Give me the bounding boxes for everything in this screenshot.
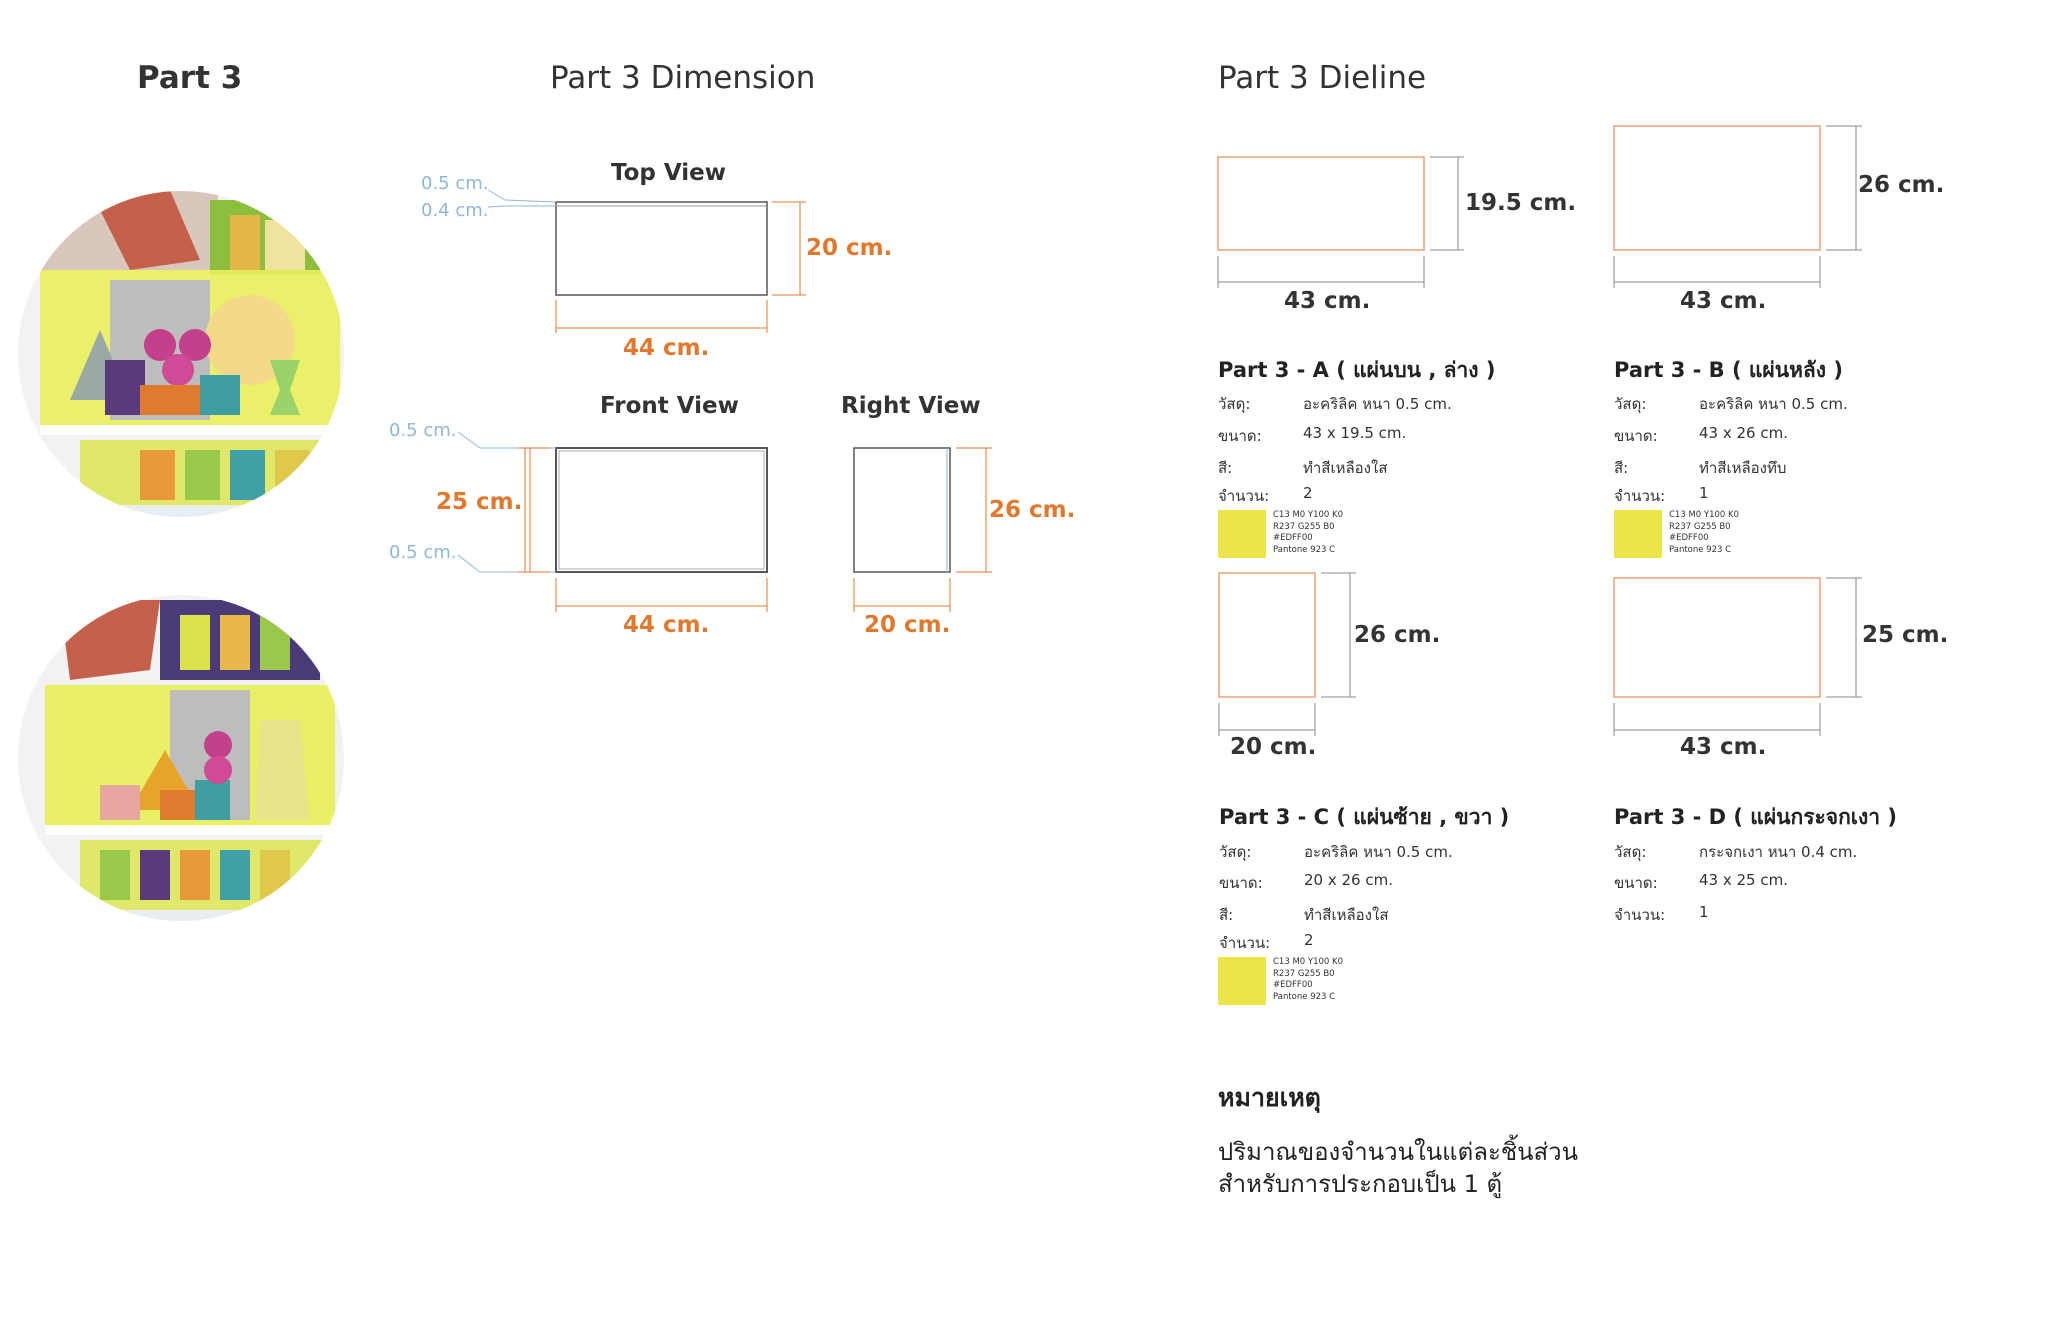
part-c-color-swatch <box>1218 957 1266 1005</box>
right-height-dim: 26 cm. <box>989 497 1076 523</box>
part-b-size-label: ขนาด: <box>1614 427 1658 445</box>
front-view-label: Front View <box>600 393 739 419</box>
part-c-material-label: วัสดุ: <box>1219 843 1252 861</box>
part-c-color-label: สี: <box>1219 906 1234 924</box>
part-c-qty: 2 <box>1304 931 1314 949</box>
dieline-b-box <box>1613 125 1821 251</box>
part-a-material: อะคริลิค หนา 0.5 cm. <box>1303 395 1452 413</box>
top-view-label: Top View <box>611 160 727 186</box>
part-b-color: ทำสีเหลืองทึบ <box>1699 459 1787 477</box>
top-thickness-2: 0.4 cm. <box>421 200 489 221</box>
part-c-title: Part 3 - C ( แผ่นซ้าย , ขวา ) <box>1219 805 1510 829</box>
part-c-size: 20 x 26 cm. <box>1304 871 1393 889</box>
dieline-a-box <box>1217 156 1425 251</box>
part-a-title: Part 3 - A ( แผ่นบน , ล่าง ) <box>1218 358 1496 382</box>
dieline-b-height: 26 cm. <box>1858 172 1945 198</box>
part-d-size-label: ขนาด: <box>1614 874 1658 892</box>
top-width-dim: 44 cm. <box>623 335 710 361</box>
dieline-a-width: 43 cm. <box>1284 288 1371 314</box>
dieline-c-box <box>1218 572 1316 698</box>
part-a-size-label: ขนาด: <box>1218 427 1262 445</box>
front-height-dim: 25 cm. <box>436 489 523 515</box>
part-a-color-label: สี: <box>1218 459 1233 477</box>
right-view-box <box>853 447 951 573</box>
dieline-d-box <box>1613 577 1821 698</box>
part-a-material-label: วัสดุ: <box>1218 395 1251 413</box>
part-c-size-label: ขนาด: <box>1219 874 1263 892</box>
part-b-color-swatch <box>1614 510 1662 558</box>
part-a-color-swatch <box>1218 510 1266 558</box>
part-a-qty-label: จำนวน: <box>1218 487 1270 505</box>
dimension-title: Part 3 Dimension <box>550 60 816 96</box>
dieline-c-height: 26 cm. <box>1354 622 1441 648</box>
note-line-2: สำหรับการประกอบเป็น 1 ตู้ <box>1218 1170 1503 1198</box>
note-heading: หมายเหตุ <box>1218 1083 1321 1112</box>
part-d-qty-label: จำนวน: <box>1614 906 1666 924</box>
part-d-qty: 1 <box>1699 903 1709 921</box>
front-thickness-top: 0.5 cm. <box>389 420 457 441</box>
front-view-box <box>555 447 768 573</box>
part-d-title: Part 3 - D ( แผ่นกระจกเงา ) <box>1614 805 1897 829</box>
top-height-dim: 20 cm. <box>806 235 893 261</box>
right-width-dim: 20 cm. <box>864 612 951 638</box>
front-width-dim: 44 cm. <box>623 612 710 638</box>
part-b-qty: 1 <box>1699 484 1709 502</box>
top-thickness-1: 0.5 cm. <box>421 173 489 194</box>
part-a-color: ทำสีเหลืองใส <box>1303 459 1388 477</box>
part-b-size: 43 x 26 cm. <box>1699 424 1788 442</box>
top-view-box <box>555 201 768 296</box>
part-b-qty-label: จำนวน: <box>1614 487 1666 505</box>
dieline-b-width: 43 cm. <box>1680 288 1767 314</box>
part-d-material-label: วัสดุ: <box>1614 843 1647 861</box>
dieline-d-width: 43 cm. <box>1680 734 1767 760</box>
note-line-1: ปริมาณของจำนวนในแต่ละชิ้นส่วน <box>1218 1138 1579 1166</box>
part-b-title: Part 3 - B ( แผ่นหลัง ) <box>1614 358 1843 382</box>
part-title: Part 3 <box>137 60 243 96</box>
part-c-material: อะคริลิค หนา 0.5 cm. <box>1304 843 1453 861</box>
part-a-qty: 2 <box>1303 484 1313 502</box>
part-c-color: ทำสีเหลืองใส <box>1304 906 1389 924</box>
part-b-material: อะคริลิค หนา 0.5 cm. <box>1699 395 1848 413</box>
part-c-qty-label: จำนวน: <box>1219 934 1271 952</box>
part-d-size: 43 x 25 cm. <box>1699 871 1788 889</box>
front-thickness-bottom: 0.5 cm. <box>389 542 457 563</box>
part-a-size: 43 x 19.5 cm. <box>1303 424 1407 442</box>
dieline-c-width: 20 cm. <box>1230 734 1317 760</box>
dieline-title: Part 3 Dieline <box>1218 60 1427 96</box>
note-text: ปริมาณของจำนวนในแต่ละชิ้นส่วน สำหรับการป… <box>1218 1136 1578 1200</box>
part-b-material-label: วัสดุ: <box>1614 395 1647 413</box>
dieline-d-height: 25 cm. <box>1862 622 1949 648</box>
part-d-material: กระจกเงา หนา 0.4 cm. <box>1699 843 1858 861</box>
part-b-color-label: สี: <box>1614 459 1629 477</box>
dieline-a-height: 19.5 cm. <box>1465 190 1577 216</box>
render-photo-2 <box>18 595 344 921</box>
right-view-label: Right View <box>841 393 981 419</box>
